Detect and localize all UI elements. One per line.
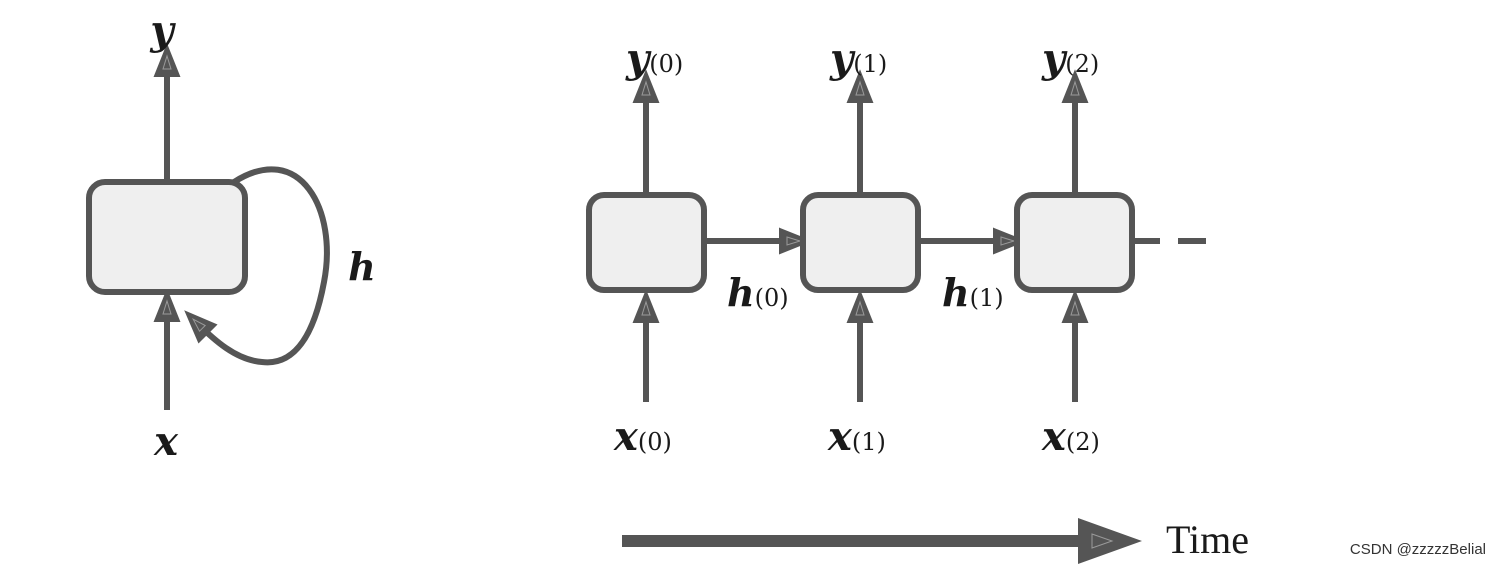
- folded-recurrent-loop: [184, 166, 330, 366]
- step-1-output-label: y(1): [829, 35, 887, 82]
- time-step-2: y(2) x(2): [1014, 35, 1135, 460]
- time-step-0: y(0) x(0): [586, 35, 707, 460]
- time-axis: Time: [622, 517, 1249, 564]
- unrolled-rnn: y(0) x(0) h(0) y(1) x(1) h(1) y(2) x(2): [586, 35, 1208, 460]
- folded-rnn: y h x: [86, 7, 376, 465]
- step-0-cell-box: [586, 192, 707, 293]
- state-0-label: h(0): [727, 270, 789, 315]
- step-0-output-label: y(0): [625, 35, 683, 82]
- step-2-output-label: y(2): [1041, 35, 1099, 82]
- time-arrow-head-inner: [1091, 533, 1114, 549]
- folded-state-label: h: [348, 244, 376, 289]
- watermark: CSDN @zzzzzBelial: [1349, 541, 1486, 558]
- folded-input-label: x: [153, 418, 179, 465]
- time-arrow-head: [1078, 518, 1142, 564]
- step-1-input-label: x(1): [827, 413, 886, 460]
- step-2-cell-box: [1014, 192, 1135, 293]
- step-1-cell-box: [800, 192, 921, 293]
- state-1-label: h(1): [942, 270, 1004, 315]
- step-2-input-label: x(2): [1041, 413, 1100, 460]
- folded-cell-box: [86, 179, 248, 295]
- step-0-input-label: x(0): [613, 413, 672, 460]
- time-label: Time: [1166, 517, 1249, 562]
- folded-output-label: y: [149, 7, 176, 54]
- time-step-1: y(1) x(1): [800, 35, 921, 460]
